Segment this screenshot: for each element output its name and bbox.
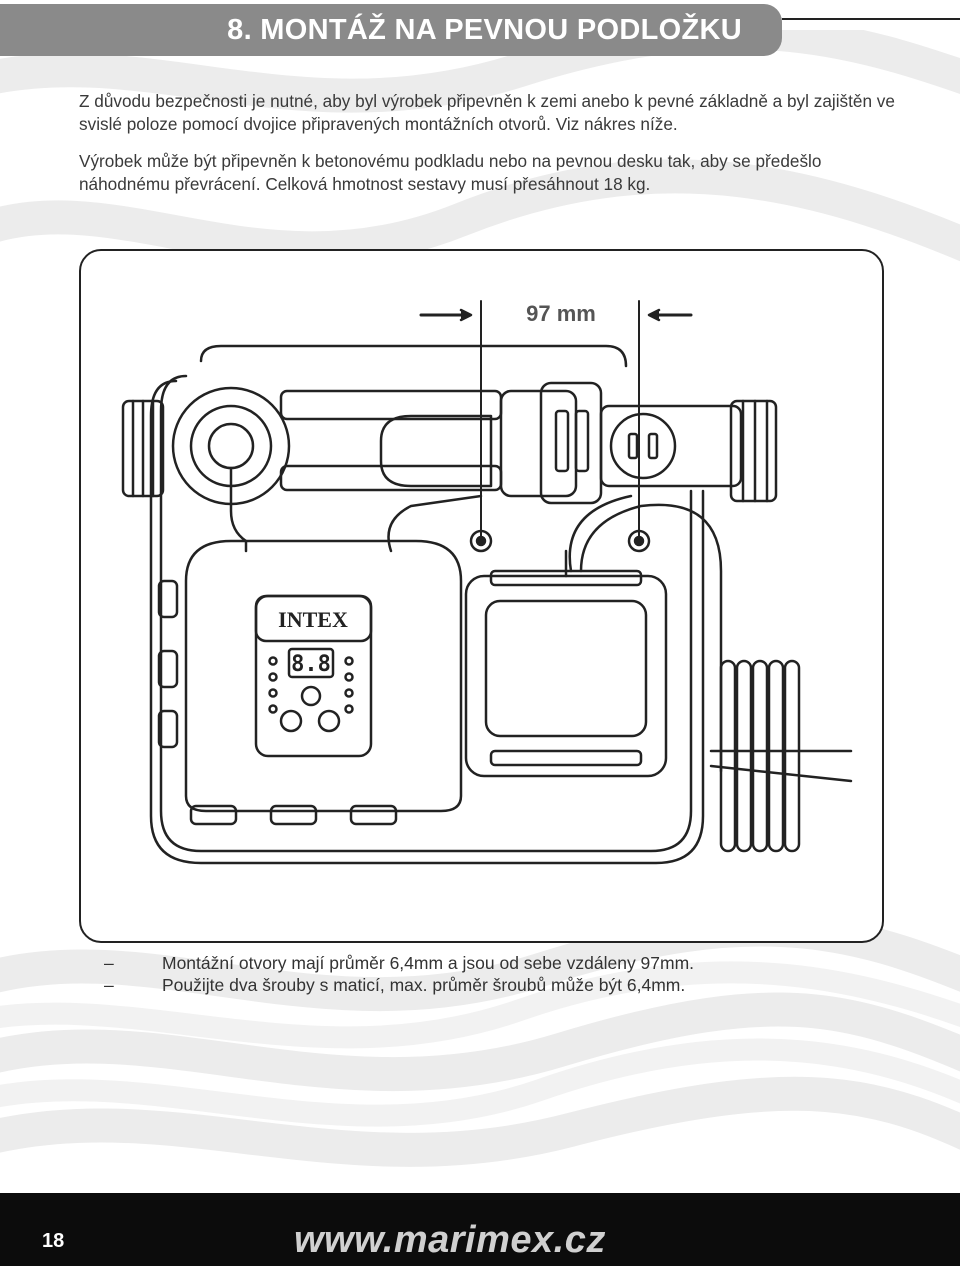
page-title: 8. MONTÁŽ NA PEVNOU PODLOŽKU [227, 14, 742, 46]
section-header: 8. MONTÁŽ NA PEVNOU PODLOŽKU [0, 4, 782, 56]
note-hole-diameter: Montážní otvory mají průměr 6,4mm a jsou… [162, 953, 695, 973]
brand-label: INTEX [278, 607, 348, 632]
list-dash: – [104, 975, 114, 995]
list-item: – Montážní otvory mají průměr 6,4mm a js… [104, 952, 694, 974]
header-corner [782, 0, 960, 30]
pump-drawing: 97 mm INTEX 8.8 [121, 300, 853, 865]
note-bolt-size: Použijte dva šrouby s maticí, max. průmě… [162, 975, 686, 995]
notes-list: – Montážní otvory mají průměr 6,4mm a js… [104, 952, 694, 996]
header-rule [782, 18, 960, 20]
mounting-diagram: 97 mm INTEX 8.8 [79, 249, 884, 943]
list-item: – Použijte dva šrouby s maticí, max. prů… [104, 974, 694, 996]
page-number: 18 [42, 1230, 65, 1252]
body-text: Z důvodu bezpečnosti je nutné, aby byl v… [79, 90, 899, 210]
paragraph-mounting: Výrobek může být připevněn k betonovému … [79, 151, 822, 194]
website-link[interactable]: www.marimex.cz [294, 1219, 606, 1261]
dimension-label: 97 mm [526, 301, 596, 326]
display-readout: 8.8 [291, 652, 331, 677]
list-dash: – [104, 953, 114, 973]
paragraph-safety: Z důvodu bezpečnosti je nutné, aby byl v… [79, 91, 895, 134]
page-footer: 18 www.marimex.cz [0, 1193, 960, 1266]
